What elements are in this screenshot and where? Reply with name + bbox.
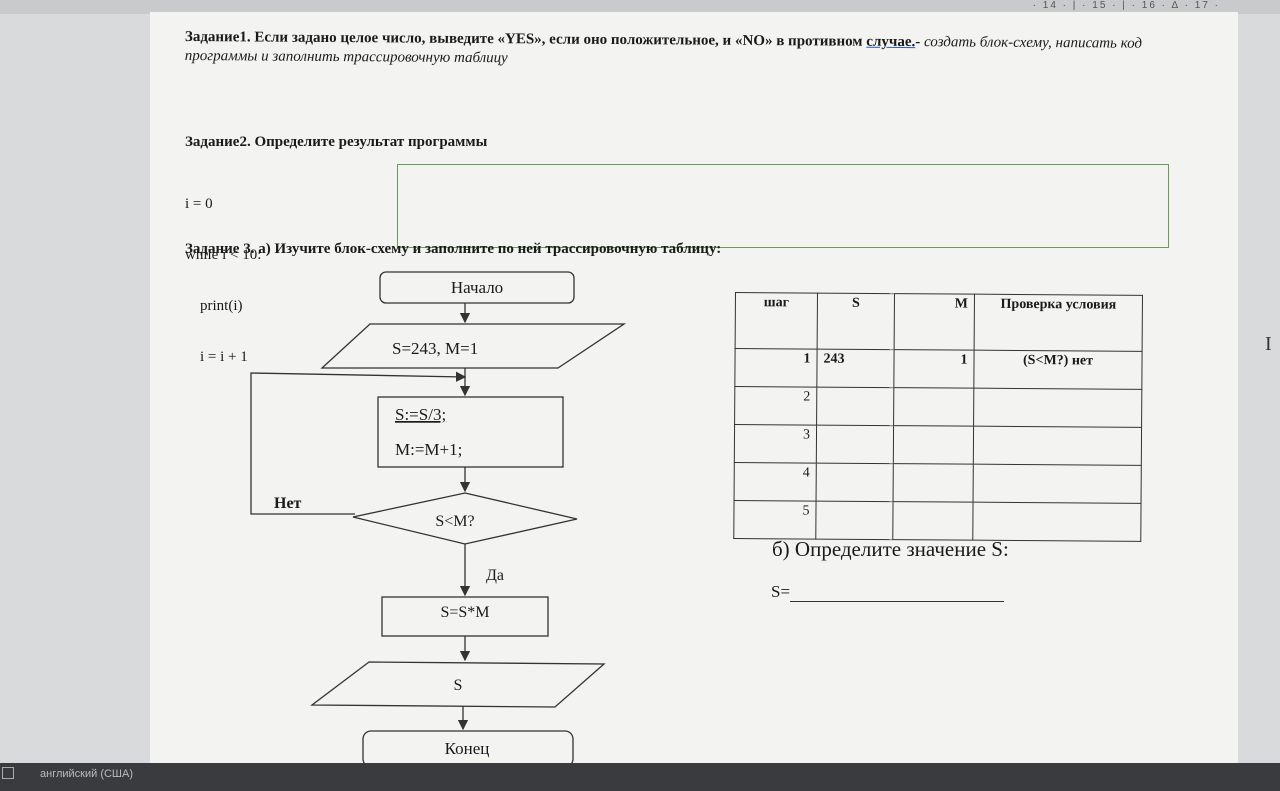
flowchart-start-text: Начало <box>451 278 503 297</box>
part-b-answer-blank[interactable] <box>790 579 1005 602</box>
table-cell[interactable]: (S<M?) нет <box>973 350 1143 390</box>
flowchart-multiply-shape <box>381 596 549 637</box>
part-b-answer-label: S= <box>771 582 791 601</box>
flowchart-output-shape <box>310 661 606 708</box>
table-cell[interactable] <box>973 388 1142 428</box>
table-cell: 5 <box>733 500 817 540</box>
table-header-check: Проверка условия <box>974 294 1143 352</box>
flowchart-no-label: Нет <box>274 495 302 512</box>
flowchart-end-text: Конец <box>445 739 490 758</box>
table-row: 5 <box>733 500 1142 542</box>
task2-answer-box[interactable] <box>397 164 1169 248</box>
code-line: while i < 10: <box>185 247 262 263</box>
table-row: 2 <box>734 386 1142 428</box>
code-line: i = 0 <box>185 196 213 212</box>
flowchart-input-text: S=243, M=1 <box>392 339 478 358</box>
table-row: 4 <box>734 462 1142 504</box>
table-cell[interactable] <box>893 425 974 465</box>
table-cell[interactable] <box>893 387 974 427</box>
flowchart-multiply-text: S=S*M <box>440 604 489 621</box>
table-cell[interactable]: 243 <box>816 349 895 388</box>
table-row: 3 <box>734 424 1142 466</box>
table-cell: 1 <box>734 348 818 388</box>
ruler: · 14 · | · 15 · | · 16 · ∆ · 17 · <box>0 0 1280 14</box>
table-cell[interactable] <box>893 463 974 503</box>
part-b-answer: S= <box>771 579 1005 602</box>
table-cell[interactable] <box>815 501 894 540</box>
part-b-title: б) Определите значение S: <box>772 537 1009 561</box>
table-cell[interactable] <box>973 464 1142 504</box>
table-cell[interactable] <box>972 502 1142 542</box>
language-indicator[interactable]: английский (США) <box>40 768 134 780</box>
status-bar: английский (США) <box>0 763 1280 791</box>
flowchart-process-line2: M:=M+1; <box>395 440 462 459</box>
table-row: 1 243 1 (S<M?) нет <box>734 348 1143 390</box>
table-header-m: M <box>894 293 975 351</box>
flowchart-start-shape <box>379 271 575 304</box>
task3-title: Задание 3. а) Изучите блок-схему и запол… <box>185 241 722 257</box>
document-page <box>150 12 1238 777</box>
flowchart-condition-text: S<M? <box>435 513 474 530</box>
table-cell: 2 <box>734 386 817 426</box>
flowchart-loop-line <box>250 371 467 515</box>
flowchart-input-shape <box>320 323 627 369</box>
table-cell[interactable] <box>973 426 1142 466</box>
code-line: i = i + 1 <box>185 349 248 365</box>
task2-title: Задание2. Определите результат программы <box>185 134 488 150</box>
ruler-marks: · 14 · | · 15 · | · 16 · ∆ · 17 · <box>1032 0 1220 11</box>
proofing-icon[interactable] <box>2 767 14 779</box>
trace-table: шаг S M Проверка условия 1 243 1 (S<M?) … <box>733 292 1143 542</box>
table-cell: 4 <box>734 462 817 502</box>
table-header-step: шаг <box>735 292 818 350</box>
table-cell[interactable] <box>816 463 894 502</box>
task2-code: i = 0 while i < 10: print(i) i = i + 1 <box>185 162 261 383</box>
text-cursor-icon: I <box>1265 333 1272 355</box>
flowchart-process-line1: S:=S/3; <box>395 405 446 424</box>
table-cell[interactable]: 1 <box>893 349 975 389</box>
table-cell[interactable] <box>892 501 974 541</box>
flowchart-yes-label: Да <box>486 567 504 584</box>
code-line: print(i) <box>185 298 243 314</box>
table-cell[interactable] <box>816 425 894 464</box>
flowchart-output-text: S <box>454 677 463 694</box>
table-cell: 3 <box>734 424 817 464</box>
table-cell[interactable] <box>816 387 894 426</box>
flowchart-process-shape <box>377 396 564 468</box>
table-header-s: S <box>817 293 895 350</box>
